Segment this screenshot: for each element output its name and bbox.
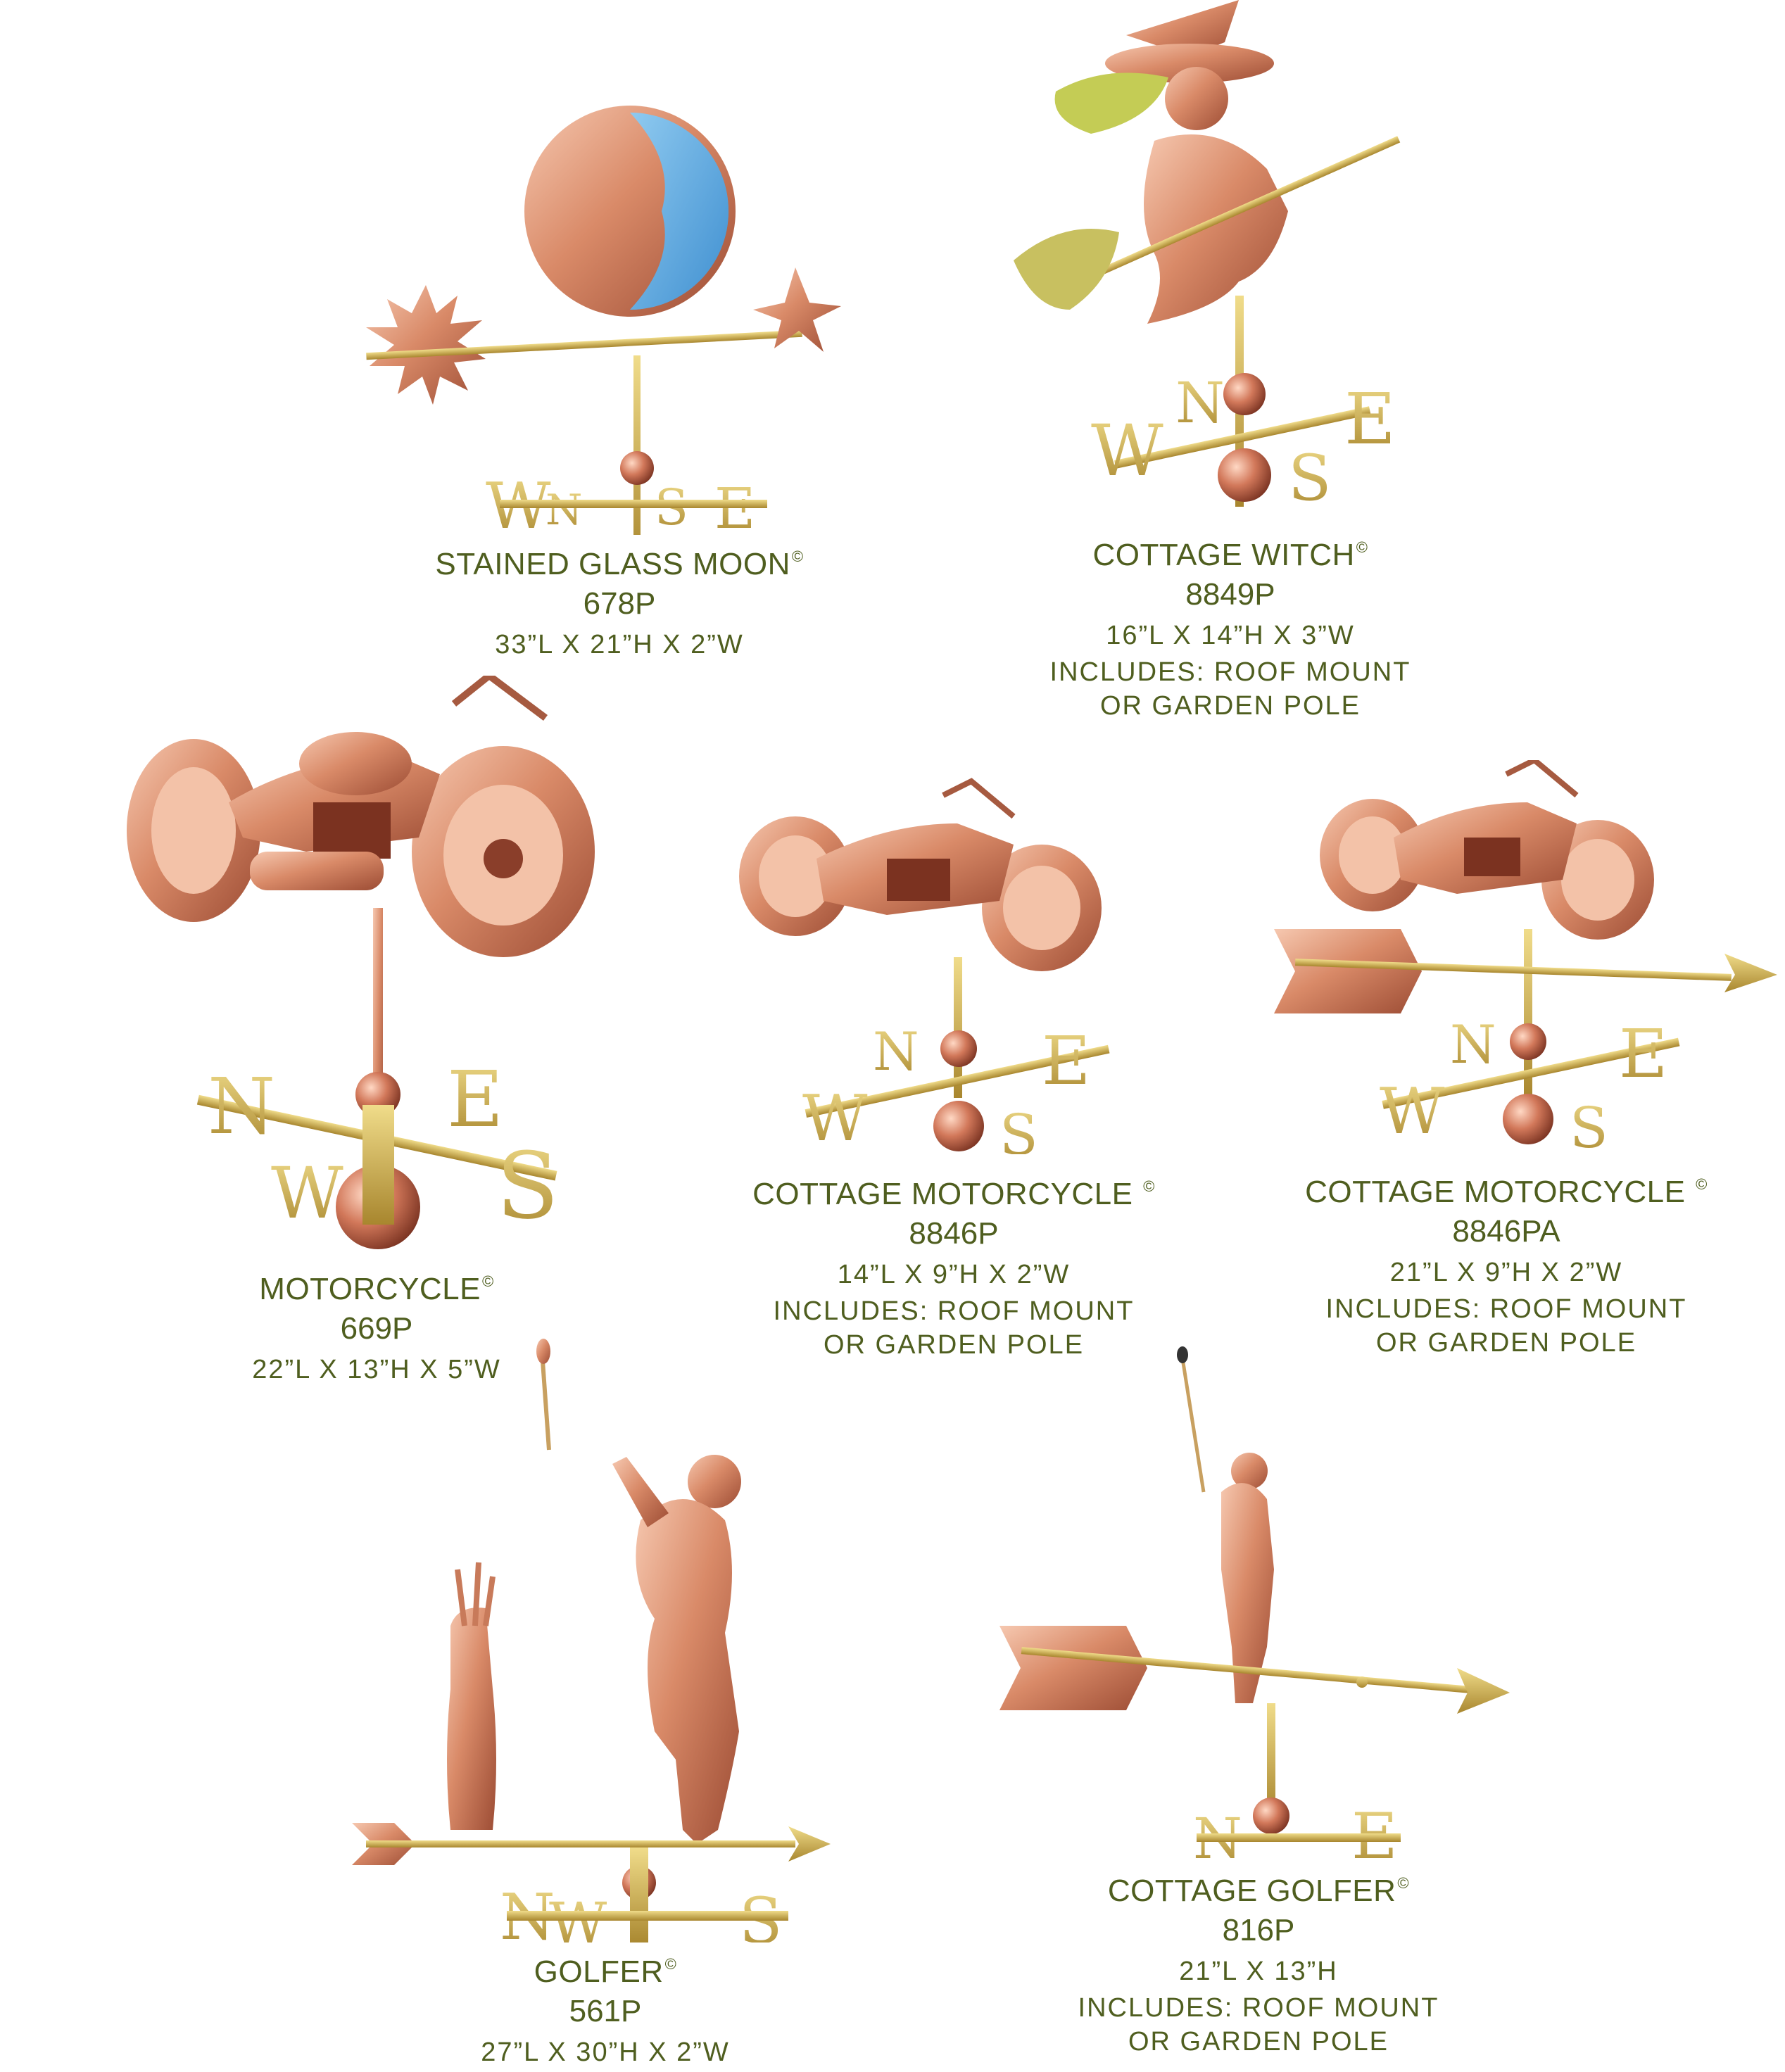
product-dimensions: 14”L X 9”H X 2”W [837,1260,1071,1289]
moon-weathervane-image: W N S E [366,106,841,535]
product-name: COTTAGE WITCH© [1092,538,1368,572]
product-caption: COTTAGE MOTORCYCLE © 8846P 14”L X 9”H X … [752,1168,1155,1362]
product-caption: STAINED GLASS MOON© 678P 33”L X 21”H X 2… [435,538,803,664]
compass-letter-n: N [1175,370,1225,436]
compass-letter-s: S [1570,1095,1608,1154]
product-includes-line-1: INCLUDES: ROOF MOUNT [1325,1294,1687,1324]
compass-letter-e: E [1042,1023,1090,1100]
product-caption: COTTAGE GOLFER© 816P 21”L X 13”H INCLUDE… [1078,1865,1439,2059]
cottage-motorcycle-arrow-weathervane-image: W N S E [1274,760,1777,1154]
compass-letter-s: S [999,1102,1038,1154]
product-includes-line-2: OR GARDEN POLE [1128,2027,1389,2057]
product-dimensions: 21”L X 9”H X 2”W [1389,1258,1623,1287]
compass-letter-n: N [1193,1806,1242,1858]
product-includes-line-2: OR GARDEN POLE [1375,1328,1637,1358]
motorcycle-weathervane-image: N W E S [127,676,595,1249]
product-sku: 8846P [909,1216,999,1251]
product-caption: GOLFER© 561P 27”L X 30”H X 2”W [481,1946,730,2072]
product-name: GOLFER© [534,1954,677,1989]
compass-letter-e: E [1351,1800,1398,1858]
compass-letter-n: N [545,486,583,535]
product-dimensions: 27”L X 30”H X 2”W [481,2038,730,2067]
golfer-weathervane-image: N W S [352,1339,831,1942]
compass-letter-s: S [496,1132,559,1239]
product-name: MOTORCYCLE© [259,1272,494,1306]
product-name: STAINED GLASS MOON© [435,547,804,581]
compass-letter-s: S [1288,441,1332,515]
product-caption: COTTAGE MOTORCYCLE © 8846PA 21”L X 9”H X… [1305,1166,1708,1360]
product-includes-line-1: INCLUDES: ROOF MOUNT [1078,1993,1439,2023]
product-dimensions: 21”L X 13”H [1179,1957,1338,1986]
compass-letter-n: N [1450,1013,1496,1075]
product-dimensions: 22”L X 13”H X 5”W [252,1355,501,1384]
compass-letter-n: N [208,1061,275,1151]
witch-weathervane-image: W N S E [1014,0,1401,515]
product-includes-line-1: INCLUDES: ROOF MOUNT [1049,657,1411,687]
cottage-golfer-weathervane-image: N E [999,1346,1510,1858]
product-name: COTTAGE MOTORCYCLE © [1305,1175,1708,1209]
compass-letter-w: W [802,1082,868,1154]
cottage-motorcycle-weathervane-image: W N S E [739,778,1110,1154]
product-includes-line-2: OR GARDEN POLE [823,1330,1085,1360]
compass-letter-n: N [873,1021,919,1082]
product-includes-line-1: INCLUDES: ROOF MOUNT [773,1296,1135,1326]
product-sku: 678P [583,586,656,621]
product-sku: 561P [569,1994,642,2028]
product-sku: 8846PA [1452,1214,1560,1249]
product-name: COTTAGE MOTORCYCLE © [752,1177,1155,1211]
compass-letter-e: E [447,1054,503,1144]
compass-letter-w: W [1091,410,1163,492]
product-caption: MOTORCYCLE© 669P 22”L X 13”H X 5”W [252,1263,501,1389]
compass-letter-e: E [1619,1016,1667,1093]
product-dimensions: 33”L X 21”H X 2”W [495,630,744,659]
product-name: COTTAGE GOLFER© [1107,1874,1410,1908]
compass-letter-w: W [271,1152,343,1234]
product-sku: 669P [340,1311,413,1346]
compass-letter-e: E [1344,378,1396,460]
compass-letter-w: W [1380,1075,1445,1149]
product-sku: 816P [1222,1913,1295,1947]
product-sku: 8849P [1185,577,1275,612]
product-caption: COTTAGE WITCH© 8849P 16”L X 14”H X 3”W I… [1050,529,1411,723]
product-dimensions: 16”L X 14”H X 3”W [1106,621,1355,650]
product-includes-line-2: OR GARDEN POLE [1099,691,1361,721]
